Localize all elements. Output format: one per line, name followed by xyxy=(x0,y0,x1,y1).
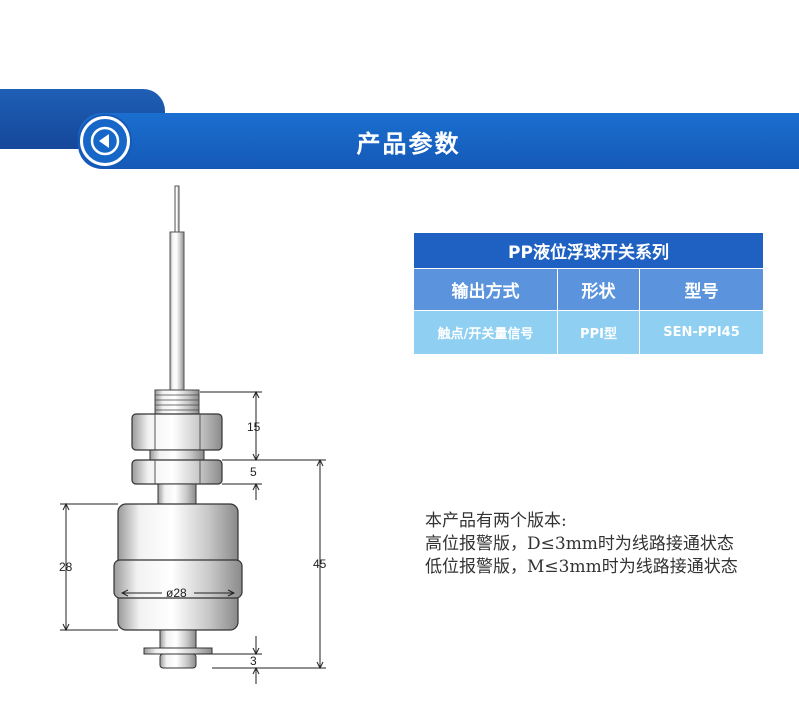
description-line: 本产品有两个版本: xyxy=(425,511,567,531)
header-bar: 产品参数 xyxy=(78,113,799,169)
page-title: 产品参数 xyxy=(356,129,461,158)
dimension-label: 15 xyxy=(247,420,261,434)
float-switch-drawing: 15 5 45 28 ø28 3 xyxy=(59,185,327,684)
table-row: 触点/开关量信号 PPI型 SEN-PPI45 xyxy=(413,310,765,355)
spec-table-title: PP液位浮球开关系列 xyxy=(412,232,765,269)
description-line: 高位报警版，D≤3mm时为线路接通状态 xyxy=(425,534,734,554)
cell-model: SEN-PPI45 xyxy=(638,310,765,355)
back-button[interactable] xyxy=(80,116,130,166)
play-left-icon xyxy=(90,126,120,156)
product-description: 本产品有两个版本: 高位报警版，D≤3mm时为线路接通状态 低位报警版，M≤3m… xyxy=(425,510,795,579)
dimension-label: 45 xyxy=(313,557,327,571)
spec-table: PP液位浮球开关系列 输出方式 形状 型号 触点/开关量信号 PPI型 SEN-… xyxy=(412,232,765,355)
dimension-label: 28 xyxy=(59,560,73,574)
column-header-shape: 形状 xyxy=(557,268,640,311)
dimension-label: ø28 xyxy=(166,586,187,600)
dimension-label: 5 xyxy=(250,465,257,479)
cell-output: 触点/开关量信号 xyxy=(413,310,558,355)
description-line: 低位报警版，M≤3mm时为线路接通状态 xyxy=(425,557,738,577)
dimension-label: 3 xyxy=(250,654,257,668)
cell-shape: PPI型 xyxy=(557,310,640,355)
column-header-model: 型号 xyxy=(638,268,765,311)
column-header-output: 输出方式 xyxy=(413,268,558,311)
